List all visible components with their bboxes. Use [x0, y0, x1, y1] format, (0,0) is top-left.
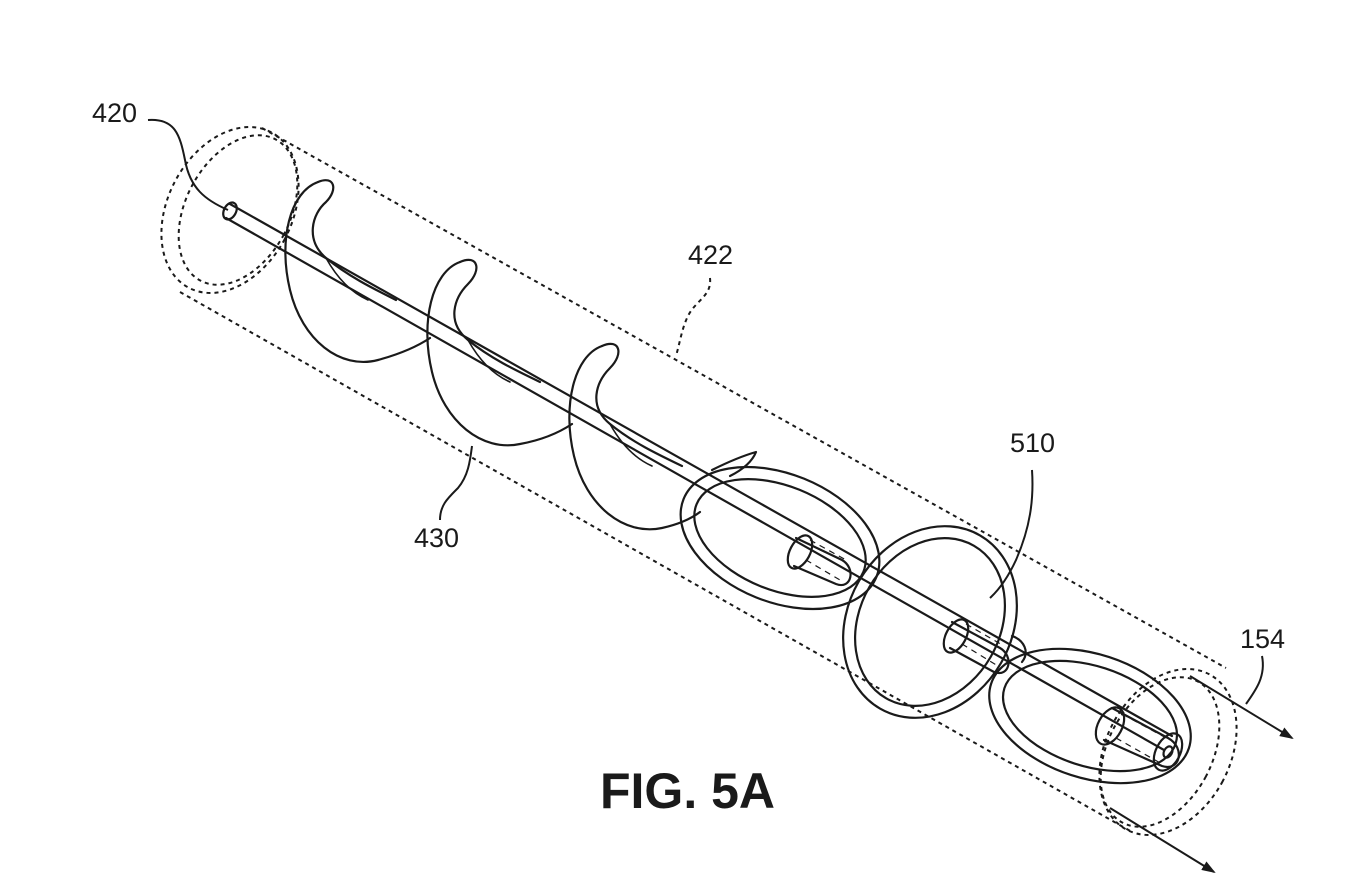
helical-anchor [284, 179, 758, 531]
label-430: 430 [414, 523, 459, 553]
figure-caption: FIG. 5A [600, 763, 775, 819]
label-510: 510 [1010, 428, 1055, 458]
leader-lines [147, 118, 1264, 705]
direction-arrows [1109, 675, 1294, 874]
label-422: 422 [688, 240, 733, 270]
label-420: 420 [92, 98, 137, 128]
ring-elements [679, 465, 1192, 785]
label-154: 154 [1240, 624, 1285, 654]
